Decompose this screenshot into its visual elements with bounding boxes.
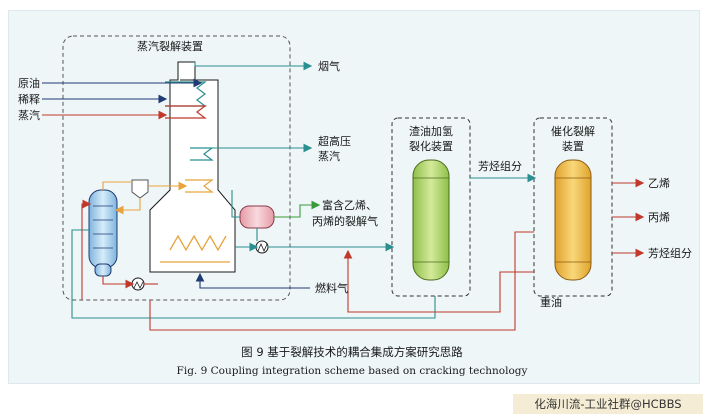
flue-gas-line <box>194 61 313 71</box>
steam-cracking-unit-box <box>62 35 291 301</box>
caption-english: Fig. 9 Coupling integration scheme based… <box>177 365 528 377</box>
fuel-gas-line <box>195 272 310 289</box>
steam-superheat-coil <box>190 147 214 161</box>
product-aromatics: 芳烃组分 <box>648 246 692 260</box>
heavy-oil-return-line <box>343 249 534 313</box>
flash-drum <box>131 179 149 199</box>
fuel-gas-label: 燃料气 <box>315 281 348 295</box>
red-loop-to-catalytic <box>149 231 534 331</box>
caption-chinese: 图 9 基于裂解技术的耦合集成方案研究思路 <box>241 345 463 359</box>
catalytic-title-1: 催化裂解 <box>551 124 595 138</box>
hydrocracking-reactor <box>412 159 450 281</box>
recycle-loop-teal <box>71 229 436 319</box>
quench-tower <box>88 189 118 269</box>
radiant-coil <box>169 234 227 252</box>
cracked-gas-label-1: 富含乙烯、 <box>322 198 377 212</box>
input-steam: 蒸汽 <box>18 108 40 122</box>
transfer-line-exchanger <box>239 205 275 229</box>
heavy-oil-label: 重油 <box>540 295 562 309</box>
shp-steam-label-1: 超高压 <box>318 134 351 148</box>
aromatics-mid-label: 芳烃组分 <box>478 159 522 173</box>
residue-hydrocracking-unit-box <box>391 117 471 297</box>
shp-steam-label-2: 蒸汽 <box>318 149 340 163</box>
tower-reflux-line <box>81 199 92 246</box>
convection-coil-middle <box>165 105 207 119</box>
flue-gas-label: 烟气 <box>318 59 340 73</box>
catalytic-cracking-unit-box <box>533 117 613 297</box>
tower-bottoms-line <box>102 276 135 289</box>
input-dilution: 稀释 <box>18 93 40 106</box>
cracked-gas-product-line <box>274 200 321 218</box>
flash-bottom-line <box>114 198 141 215</box>
steam-cracking-title: 蒸汽裂解装置 <box>137 39 203 53</box>
input-crude-oil: 原油 <box>18 76 40 90</box>
feed-preheat-coil <box>185 179 214 193</box>
cracked-gas-label-2: 丙烯的裂解气 <box>312 214 378 228</box>
tower-top-line <box>102 181 132 190</box>
quench-tower-boot <box>94 263 112 277</box>
catalytic-title-2: 装置 <box>562 140 584 153</box>
tle-steam-line <box>231 190 240 218</box>
watermark: 化海川流-工业社群@HCBBS <box>513 394 703 414</box>
hydrocracking-title-2: 裂化装置 <box>409 139 453 153</box>
cracking-furnace <box>149 61 236 273</box>
product-ethylene: 乙烯 <box>648 177 670 190</box>
product-propylene: 丙烯 <box>648 211 670 224</box>
catalytic-cracking-reactor <box>554 159 592 281</box>
hydrocracking-title-1: 渣油加氢 <box>409 124 453 138</box>
